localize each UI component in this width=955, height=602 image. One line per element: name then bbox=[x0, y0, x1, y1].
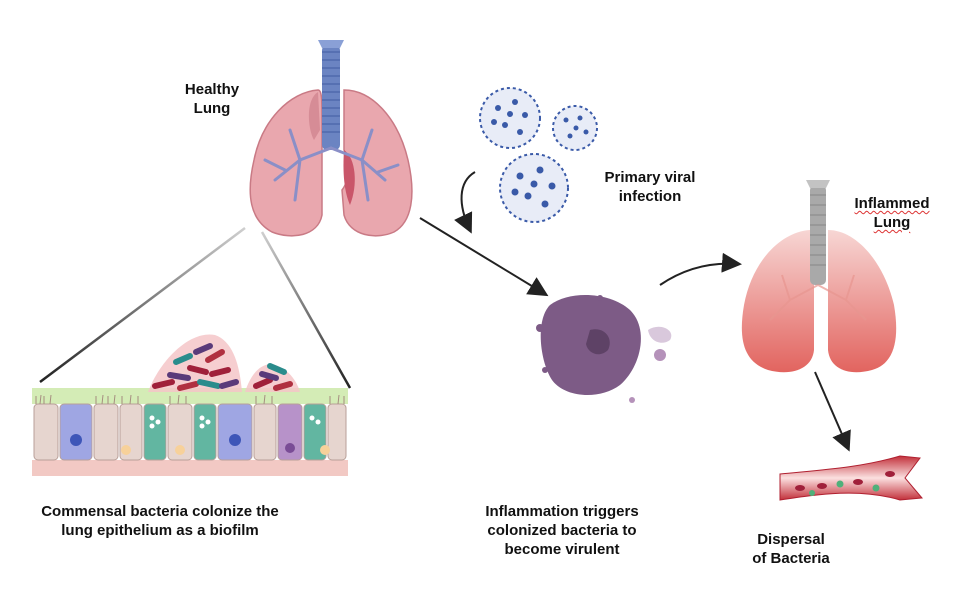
arrow-cell-to-inflamed-lung bbox=[659, 252, 742, 286]
label-dispersal-of-bacteria: Dispersal of Bacteria bbox=[752, 531, 830, 567]
healthy-lung-icon bbox=[249, 40, 413, 237]
biofilm-icon bbox=[148, 334, 300, 392]
label-primary-viral-infection: Primary viral infection bbox=[604, 169, 696, 205]
arrow-lung-to-cell bbox=[419, 217, 549, 297]
blood-vessel-icon bbox=[779, 455, 924, 501]
label-inflammation-triggers: Inflammation triggers colonized bacteria… bbox=[485, 503, 639, 558]
arrow-lung-to-vessel bbox=[814, 371, 851, 452]
label-commensal-bacteria: Commensal bacteria colonize the lung epi… bbox=[41, 503, 279, 539]
label-inflammed-lung: Inflammed Lung bbox=[854, 195, 930, 231]
virus-icon bbox=[479, 87, 598, 223]
lung-epithelium-icon bbox=[32, 388, 348, 476]
arrow-virus-to-cell bbox=[454, 171, 476, 234]
zoom-line-right bbox=[260, 231, 352, 389]
label-healthy-lung: Healthy Lung bbox=[184, 81, 240, 117]
inflamed-cell-icon bbox=[536, 294, 672, 403]
zoom-line-left bbox=[39, 227, 246, 383]
inflamed-lung-icon bbox=[741, 180, 897, 373]
